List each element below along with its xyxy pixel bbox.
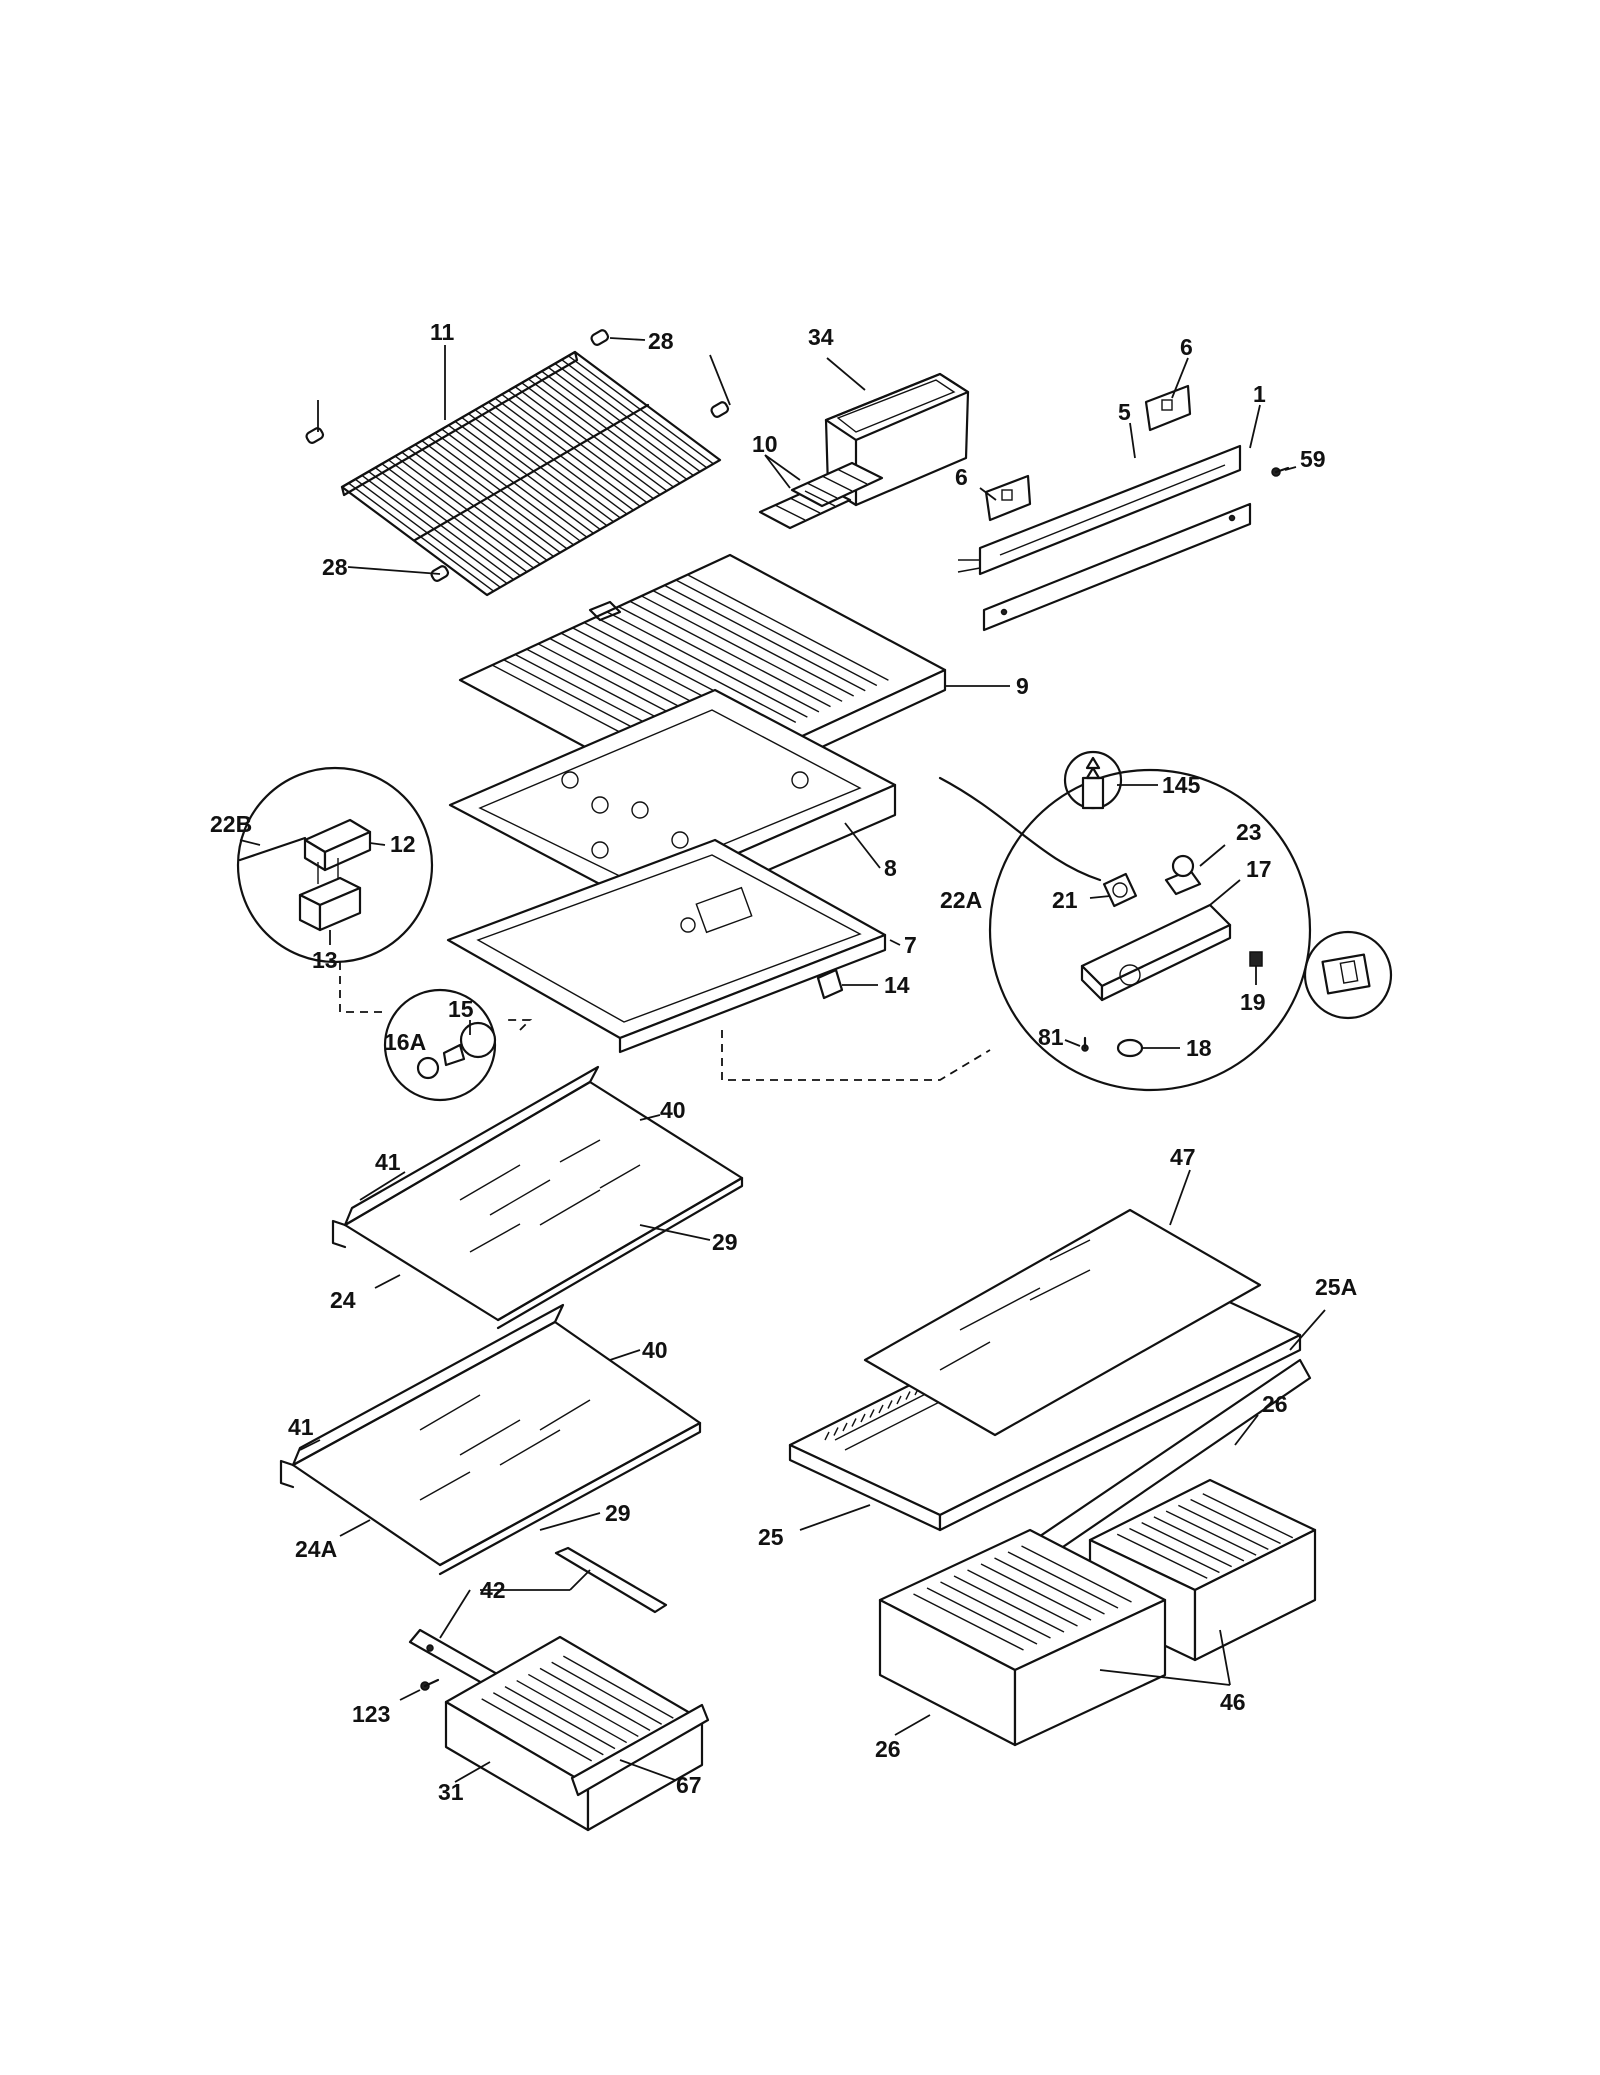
part-6-bracket-lower bbox=[984, 474, 1032, 522]
label-11: 11 bbox=[430, 319, 455, 345]
label-41-lower: 41 bbox=[288, 1414, 314, 1440]
part-24A-bracket bbox=[279, 1459, 295, 1489]
part-7-base-tray bbox=[446, 838, 887, 1054]
label-5: 5 bbox=[1118, 399, 1131, 425]
crisper-drawer-small bbox=[444, 1635, 710, 1832]
part-47-glass bbox=[863, 1208, 1262, 1437]
callout-labels: 11 28 28 34 6 6 5 1 59 10 9 8 7 14 22B 1… bbox=[210, 319, 1357, 1805]
part-22A-tube bbox=[938, 776, 1102, 882]
label-6-top: 6 bbox=[1180, 334, 1193, 360]
part-123-screw bbox=[420, 1678, 440, 1691]
label-14: 14 bbox=[884, 972, 910, 998]
label-16A: 16A bbox=[384, 1029, 426, 1055]
label-17: 17 bbox=[1246, 856, 1272, 882]
part-15-bulb bbox=[459, 1021, 497, 1059]
label-28-bottom: 28 bbox=[322, 554, 348, 580]
part-14-switch bbox=[816, 968, 844, 1000]
label-42: 42 bbox=[480, 1577, 506, 1603]
label-9: 9 bbox=[1016, 673, 1029, 699]
label-47: 47 bbox=[1170, 1144, 1196, 1170]
label-25: 25 bbox=[758, 1524, 784, 1550]
label-13: 13 bbox=[312, 947, 338, 973]
part-21-fan bbox=[1102, 872, 1138, 908]
label-21: 21 bbox=[1052, 887, 1078, 913]
part-19-switch bbox=[1249, 951, 1263, 967]
inset-damper bbox=[236, 766, 434, 964]
label-24: 24 bbox=[330, 1287, 356, 1313]
part-22B-tube bbox=[238, 836, 307, 862]
label-19: 19 bbox=[1240, 989, 1266, 1015]
label-22B: 22B bbox=[210, 811, 252, 837]
crisper-drawer-front bbox=[878, 1528, 1167, 1747]
part-16A-socket bbox=[416, 1056, 440, 1080]
label-26-front: 26 bbox=[875, 1736, 901, 1762]
inset-control-assembly bbox=[721, 750, 1393, 1092]
part-24-bracket bbox=[331, 1219, 347, 1249]
part-59-screw bbox=[1271, 466, 1290, 477]
label-26-rear: 26 bbox=[1262, 1391, 1288, 1417]
shelf-assembly-lower bbox=[279, 1303, 702, 1576]
label-40-upper: 40 bbox=[660, 1097, 686, 1123]
label-12: 12 bbox=[390, 831, 416, 857]
label-8: 8 bbox=[884, 855, 897, 881]
inset-light bbox=[339, 962, 533, 1102]
label-24A: 24A bbox=[295, 1536, 337, 1562]
part-11-wire-shelf bbox=[340, 350, 722, 597]
part-10-ice-trays bbox=[758, 461, 884, 530]
label-67: 67 bbox=[676, 1772, 702, 1798]
shelf-assembly-upper bbox=[331, 1065, 744, 1330]
label-29-upper: 29 bbox=[712, 1229, 738, 1255]
part-145-icon bbox=[1081, 776, 1105, 810]
part-1-trim-strip bbox=[982, 502, 1252, 632]
label-123: 123 bbox=[352, 1701, 390, 1727]
label-31: 31 bbox=[438, 1779, 464, 1805]
part-18-knob bbox=[1116, 1038, 1144, 1058]
label-15: 15 bbox=[448, 996, 474, 1022]
label-22A: 22A bbox=[940, 887, 982, 913]
label-81: 81 bbox=[1038, 1024, 1064, 1050]
label-1: 1 bbox=[1253, 381, 1266, 407]
label-41-upper: 41 bbox=[375, 1149, 401, 1175]
label-29-lower: 29 bbox=[605, 1500, 631, 1526]
label-23: 23 bbox=[1236, 819, 1262, 845]
label-28-top: 28 bbox=[648, 328, 674, 354]
label-59: 59 bbox=[1300, 446, 1326, 472]
part-6-bracket-upper bbox=[1144, 384, 1192, 432]
label-40-lower: 40 bbox=[642, 1337, 668, 1363]
label-7: 7 bbox=[904, 932, 917, 958]
label-25A: 25A bbox=[1315, 1274, 1357, 1300]
crisper-cover-frame bbox=[788, 1208, 1312, 1592]
part-5-rail bbox=[957, 444, 1242, 576]
label-6-lower: 6 bbox=[955, 464, 968, 490]
label-34: 34 bbox=[808, 324, 834, 350]
label-18: 18 bbox=[1186, 1035, 1212, 1061]
label-145: 145 bbox=[1162, 772, 1201, 798]
label-46: 46 bbox=[1220, 1689, 1246, 1715]
label-10: 10 bbox=[752, 431, 778, 457]
leader-lines bbox=[239, 337, 1326, 1783]
